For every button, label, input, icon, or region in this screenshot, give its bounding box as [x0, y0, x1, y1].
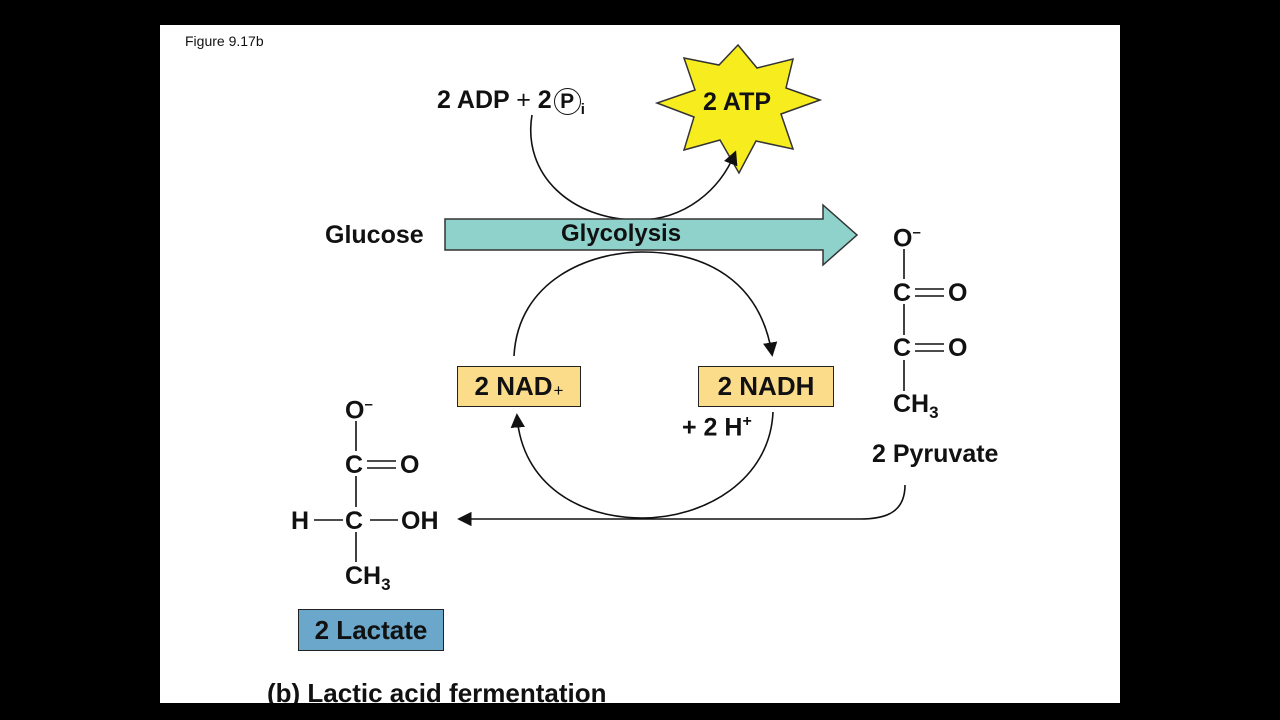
- nad-charge: +: [553, 380, 564, 400]
- lactate-oxygen-1: O: [400, 451, 420, 479]
- pyruvate-carbon-1: C: [893, 279, 912, 307]
- pyruvate-o-minus: O–: [893, 224, 921, 253]
- nad-label: 2 NAD: [474, 371, 553, 401]
- pi-coefficient: 2: [537, 86, 552, 115]
- h-plus-charge: +: [742, 413, 752, 430]
- glucose-label: Glucose: [325, 221, 424, 249]
- pyruvate-label: 2 Pyruvate: [872, 440, 999, 468]
- phosphate-symbol: P: [560, 90, 575, 113]
- nadh-label: 2 NADH: [717, 371, 815, 401]
- pyruvate-oxygen-1: O: [948, 279, 968, 307]
- pyruvate-to-lactate-arrow: [457, 484, 906, 527]
- pyruvate-carbon-2: C: [893, 334, 912, 362]
- glycolysis-label: Glycolysis: [561, 220, 682, 247]
- adp-label: 2 ADP: [437, 86, 510, 115]
- nad-to-nadh-arrow: [513, 251, 778, 357]
- caption: (b) Lactic acid fermentation: [267, 678, 607, 703]
- lactate-hydroxyl: OH: [401, 507, 439, 535]
- pyruvate-bonds: [903, 249, 944, 391]
- plus-sign: +: [516, 86, 531, 115]
- h-plus-label: + 2 H+: [682, 414, 752, 440]
- lactate-bonds: [314, 421, 398, 562]
- h-plus-text: + 2 H: [682, 413, 743, 442]
- lactate-box: 2 Lactate: [298, 609, 444, 651]
- pyruvate-methyl: CH3: [893, 390, 939, 422]
- nadh-to-nad-arrow: [510, 411, 774, 519]
- nadh-box: 2 NADH: [698, 366, 834, 407]
- pyruvate-oxygen-2: O: [948, 334, 968, 362]
- phosphate-subscript: i: [580, 101, 585, 119]
- figure-label: Figure 9.17b: [185, 33, 264, 49]
- nad-box: 2 NAD+: [457, 366, 581, 407]
- glycolysis-arrow: [444, 203, 859, 267]
- lactate-carbon-2: C: [345, 507, 364, 535]
- lactate-hydrogen: H: [291, 507, 310, 535]
- lactate-methyl: CH3: [345, 562, 391, 594]
- lactate-carbon-1: C: [345, 451, 364, 479]
- diagram-graphics: [314, 43, 944, 562]
- atp-starburst: [654, 43, 823, 175]
- lactate-o-minus: O–: [345, 396, 373, 425]
- lactate-label: 2 Lactate: [314, 614, 428, 645]
- atp-label: 2 ATP: [703, 88, 772, 116]
- phosphate-circle: P: [553, 88, 581, 115]
